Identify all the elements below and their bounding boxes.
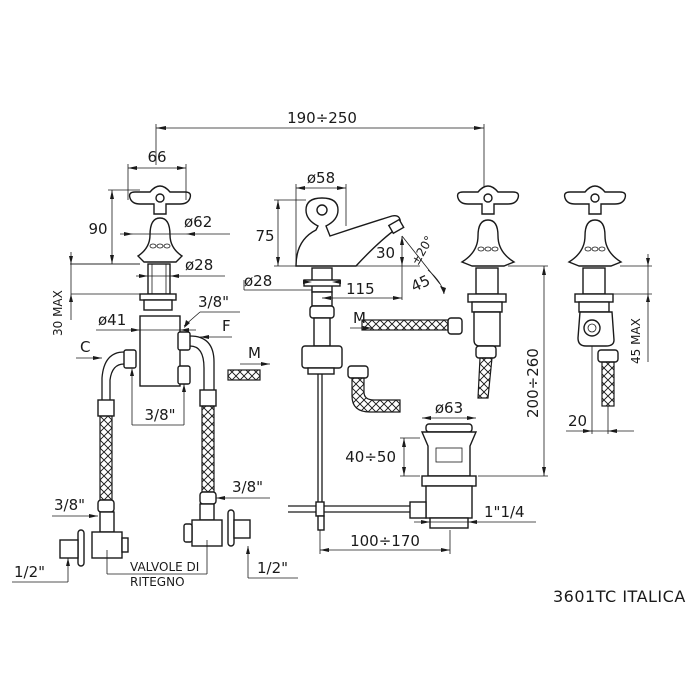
right-tap bbox=[361, 185, 520, 399]
inlet-3-8-mid-label: 3/8" bbox=[144, 406, 175, 424]
spout-knob-diameter-label: ø58 bbox=[307, 169, 335, 187]
waste-diameter-label: ø63 bbox=[435, 399, 463, 417]
pipe-height-range-label: 200÷260 bbox=[524, 348, 542, 418]
inlet-3-8-top-label: 3/8" bbox=[198, 293, 229, 311]
handle-width-label: 66 bbox=[147, 148, 166, 166]
body-diameter-label: ø41 bbox=[98, 311, 126, 329]
side-max-depth-label: 45 MAX bbox=[629, 318, 643, 364]
spout-reach-label: 115 bbox=[346, 280, 375, 298]
spout-angle-label: 45 bbox=[408, 271, 433, 295]
valve-1-2-right-label: 1/2" bbox=[257, 559, 288, 577]
check-valves-label-line2: RITEGNO bbox=[130, 575, 185, 589]
side-view-dimensions: 45 MAX 20 bbox=[566, 254, 652, 434]
mixed-outlet-label: M bbox=[248, 344, 261, 362]
overall-span-label: 190÷250 bbox=[287, 109, 357, 127]
bell-diameter-label: ø62 bbox=[184, 213, 212, 231]
check-valves-label-line1: VALVOLE DI bbox=[130, 560, 199, 574]
overall-span-dimension: 190÷250 bbox=[155, 109, 485, 200]
valve-1-2-left-label: 1/2" bbox=[14, 563, 45, 581]
tap-max-depth-label: 30 MAX bbox=[51, 290, 65, 336]
hot-inlet-label: F bbox=[222, 317, 231, 335]
pipe-height-dimension: 200÷260 bbox=[478, 265, 548, 477]
inlet-3-8-right-label: 3/8" bbox=[232, 478, 263, 496]
waste-height-range-label: 40÷50 bbox=[345, 448, 396, 466]
inlet-3-8-left-label: 3/8" bbox=[54, 496, 85, 514]
side-offset-label: 20 bbox=[568, 412, 587, 430]
spout-outlet-height-label: 30 bbox=[376, 244, 395, 262]
drawing-title: 3601TC ITALICA bbox=[553, 587, 686, 606]
tap-shank-diameter-label: ø28 bbox=[185, 256, 213, 274]
waste-thread-label: 1"1/4 bbox=[484, 503, 525, 521]
spout-assembly bbox=[288, 197, 410, 531]
waste-assembly bbox=[409, 423, 478, 529]
spout-shank-diameter-label: ø28 bbox=[244, 272, 272, 290]
rod-length-range-label: 100÷170 bbox=[350, 532, 420, 550]
spout-height-label: 75 bbox=[255, 227, 274, 245]
left-tap-dimensions: 66 90 ø62 ø28 30 MAX ø41 3/8" bbox=[12, 148, 298, 589]
tap-height-label: 90 bbox=[88, 220, 107, 238]
side-view-tap bbox=[563, 185, 627, 407]
spout-tilt-label: ±20° bbox=[408, 233, 436, 267]
left-tap bbox=[59, 185, 261, 567]
waste-dimensions: ø63 40÷50 1"1/4 100÷170 bbox=[319, 399, 536, 554]
cold-inlet-label: C bbox=[80, 338, 90, 356]
